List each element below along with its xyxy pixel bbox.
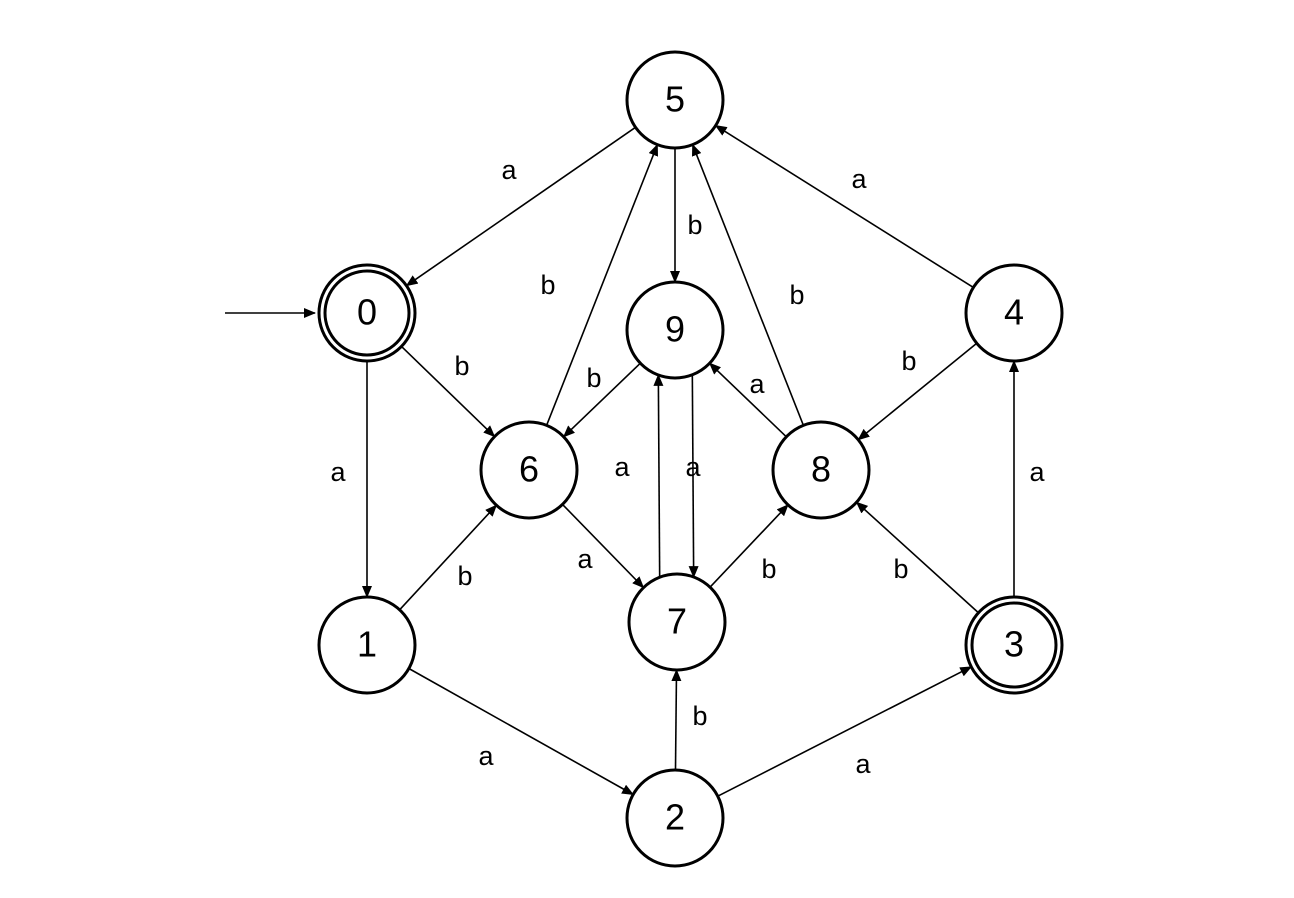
transition-label-2-7: b bbox=[692, 701, 707, 731]
transition-label-6-5: b bbox=[540, 270, 555, 300]
transition-label-4-5: a bbox=[851, 164, 867, 194]
state-label: 1 bbox=[357, 624, 377, 665]
transition-label-5-9: b bbox=[687, 210, 702, 240]
transition-arrow-6-7 bbox=[561, 503, 645, 589]
state-2: 2 bbox=[625, 768, 725, 868]
transition-arrow-0-6 bbox=[400, 345, 496, 438]
transition-arrow-6-5 bbox=[545, 143, 659, 426]
accepting-ring bbox=[323, 269, 411, 357]
transition-label-3-8: b bbox=[893, 554, 908, 584]
transition-label-8-9: a bbox=[749, 369, 765, 399]
transition-label-1-6: b bbox=[457, 561, 472, 591]
state-label: 7 bbox=[667, 601, 687, 642]
transition-label-6-7: a bbox=[577, 544, 593, 574]
states: 0 1 2 3 4 5 6 7 8 9 bbox=[317, 50, 1064, 868]
transition-arrow-3-8 bbox=[855, 501, 979, 614]
state-circle bbox=[317, 595, 417, 695]
transition-arrow-9-7 bbox=[688, 374, 699, 579]
transition-label-5-0: a bbox=[501, 155, 517, 185]
state-label: 6 bbox=[519, 449, 539, 490]
transition-arrow-2-3 bbox=[717, 666, 973, 797]
transition-label-0-1: a bbox=[330, 457, 346, 487]
state-6: 6 bbox=[479, 420, 579, 520]
state-label: 8 bbox=[811, 449, 831, 490]
transition-label-7-9: a bbox=[614, 452, 630, 482]
transition-arrow-4-5 bbox=[714, 124, 974, 289]
transitions: a b a b a b a a b a b b b a a a b b a b bbox=[330, 124, 1045, 797]
state-3: 3 bbox=[964, 595, 1064, 695]
transition-arrow-8-5 bbox=[691, 143, 805, 426]
transition-label-9-7: a bbox=[685, 452, 701, 482]
transition-label-2-3: a bbox=[855, 749, 871, 779]
transition-arrow-8-9 bbox=[708, 362, 787, 438]
transition-arrow-9-6 bbox=[562, 362, 641, 438]
transition-label-7-8: b bbox=[761, 554, 776, 584]
state-circle bbox=[964, 595, 1064, 695]
transition-label-1-2: a bbox=[478, 741, 494, 771]
state-circle bbox=[625, 768, 725, 868]
state-circle bbox=[317, 263, 417, 363]
state-1: 1 bbox=[317, 595, 417, 695]
state-label: 2 bbox=[665, 797, 685, 838]
transition-label-8-5: b bbox=[789, 280, 804, 310]
transition-label-0-6: b bbox=[454, 351, 469, 381]
state-circle bbox=[479, 420, 579, 520]
state-4: 4 bbox=[964, 263, 1064, 363]
state-7: 7 bbox=[627, 572, 727, 672]
transition-arrow-5-0 bbox=[405, 126, 636, 287]
state-label: 3 bbox=[1004, 624, 1024, 665]
state-circle bbox=[625, 50, 725, 150]
state-0: 0 bbox=[317, 263, 417, 363]
transition-arrow-2-7 bbox=[671, 668, 682, 771]
state-label: 4 bbox=[1004, 292, 1024, 333]
transition-arrow-1-6 bbox=[399, 504, 498, 611]
accepting-ring bbox=[970, 601, 1058, 689]
state-circle bbox=[964, 263, 1064, 363]
transition-arrow-7-8 bbox=[709, 504, 789, 588]
transition-arrow-1-2 bbox=[408, 667, 635, 796]
state-9: 9 bbox=[625, 280, 725, 380]
state-8: 8 bbox=[771, 420, 871, 520]
state-circle bbox=[625, 280, 725, 380]
state-circle bbox=[627, 572, 727, 672]
transition-arrow-4-8 bbox=[857, 342, 978, 441]
transition-label-9-6: b bbox=[586, 363, 601, 393]
state-5: 5 bbox=[625, 50, 725, 150]
state-label: 5 bbox=[665, 79, 685, 120]
state-label: 0 bbox=[357, 292, 377, 333]
transition-label-4-8: b bbox=[901, 346, 916, 376]
transition-arrow-7-9 bbox=[653, 373, 664, 578]
state-circle bbox=[771, 420, 871, 520]
transition-label-3-4: a bbox=[1029, 457, 1045, 487]
state-label: 9 bbox=[665, 309, 685, 350]
